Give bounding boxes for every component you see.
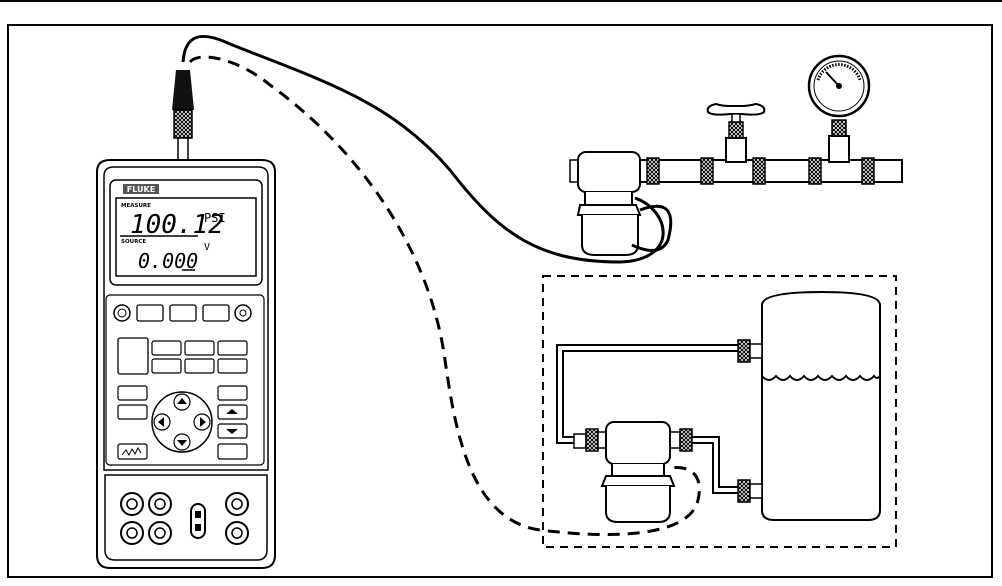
key-row2-c[interactable]: [218, 341, 247, 355]
measure-unit: PSI: [204, 211, 226, 225]
key-row2-a[interactable]: [152, 341, 181, 355]
brand-label: FLUKE: [127, 185, 155, 194]
key-row3-b[interactable]: [185, 359, 214, 373]
shutoff-valve: [708, 104, 765, 162]
measure-label: MEASURE: [121, 203, 151, 209]
differential-pressure-transmitter: [574, 422, 692, 522]
key-row2-b[interactable]: [185, 341, 214, 355]
key-row3-c[interactable]: [218, 359, 247, 373]
right-key-4[interactable]: [218, 444, 247, 459]
cable-connector: [172, 70, 194, 160]
right-key-1[interactable]: [218, 386, 247, 400]
left-key-1[interactable]: [118, 386, 147, 400]
function-key-3[interactable]: [203, 305, 229, 321]
tank-system: [543, 276, 896, 547]
mode-key[interactable]: [118, 338, 148, 374]
left-key-2[interactable]: [118, 405, 147, 419]
backlight-button[interactable]: [235, 305, 251, 321]
process-calibrator: FLUKE MEASURE 100.12 PSI SOURCE 0.000 V: [97, 70, 275, 568]
function-key-2[interactable]: [170, 305, 196, 321]
pressure-gauge: [809, 56, 869, 162]
source-label: SOURCE: [121, 239, 146, 245]
tank: [762, 292, 880, 520]
function-key-1[interactable]: [137, 305, 163, 321]
ramp-key[interactable]: [118, 444, 147, 459]
source-unit: V: [204, 242, 210, 253]
power-button[interactable]: [114, 305, 130, 321]
key-row3-a[interactable]: [152, 359, 181, 373]
pressure-line: [570, 56, 902, 255]
